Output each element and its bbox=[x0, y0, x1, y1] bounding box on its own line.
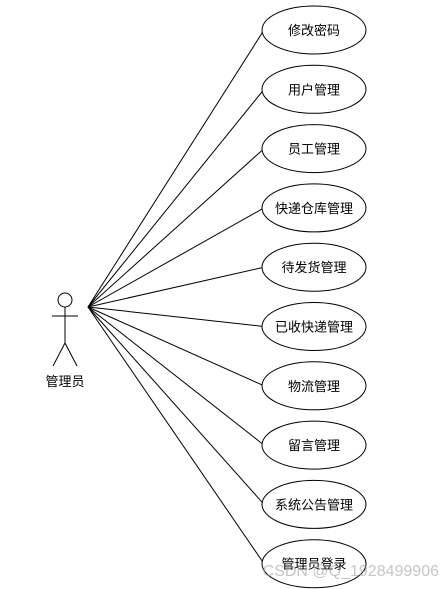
use-case-label: 用户管理 bbox=[288, 82, 340, 98]
use-case-system-announcement-management: 系统公告管理 bbox=[261, 479, 367, 529]
use-case-label: 快递仓库管理 bbox=[275, 201, 353, 217]
use-case-ellipse bbox=[261, 124, 367, 174]
use-case-pending-shipment-management: 待发货管理 bbox=[261, 242, 367, 292]
association-line-user-management bbox=[87, 88, 265, 308]
use-case-user-management: 用户管理 bbox=[261, 64, 367, 114]
use-case-ellipse bbox=[261, 64, 367, 114]
use-case-label: 物流管理 bbox=[288, 380, 340, 395]
use-case-admin-login: 管理员登录 bbox=[261, 539, 367, 589]
use-case-label: 员工管理 bbox=[288, 143, 340, 158]
association-line-message-management bbox=[87, 306, 265, 446]
use-case-logistics-management: 物流管理 bbox=[261, 361, 367, 411]
use-case-ellipse bbox=[261, 420, 367, 470]
use-case-label: 修改密码 bbox=[288, 23, 340, 39]
use-case-label: 待发货管理 bbox=[281, 260, 346, 276]
use-case-ellipse bbox=[261, 479, 367, 529]
use-case-ellipse bbox=[261, 539, 367, 589]
use-case-ellipse bbox=[261, 5, 367, 55]
association-line-received-express-management bbox=[87, 306, 265, 327]
use-case-ellipse bbox=[261, 183, 367, 233]
stick-figure-actor-icon bbox=[52, 292, 78, 367]
use-case-message-management: 留言管理 bbox=[261, 420, 367, 470]
association-line-system-announcement-management bbox=[87, 306, 265, 505]
use-case-label: 系统公告管理 bbox=[275, 498, 353, 513]
watermark-text: CSDN @Q_1928499906 bbox=[262, 563, 439, 580]
association-line-pending-shipment-management bbox=[87, 266, 265, 308]
association-lines bbox=[87, 29, 265, 564]
use-case-ellipse bbox=[261, 361, 367, 411]
association-line-express-warehouse-management bbox=[87, 207, 265, 308]
use-case-label: 已收快递管理 bbox=[275, 321, 353, 336]
use-case-ellipse bbox=[261, 242, 367, 292]
use-case-employee-management: 员工管理 bbox=[261, 124, 367, 174]
actor-label: 管理员 bbox=[45, 375, 84, 390]
association-line-change-password bbox=[87, 29, 265, 308]
use-case-change-password: 修改密码 bbox=[261, 5, 367, 55]
use-case-express-warehouse-management: 快递仓库管理 bbox=[261, 183, 367, 233]
use-case-label: 留言管理 bbox=[288, 439, 340, 454]
use-case-label: 管理员登录 bbox=[281, 558, 346, 573]
actor-administrator: 管理员 bbox=[45, 292, 85, 390]
use-case-received-express-management: 已收快递管理 bbox=[261, 302, 367, 351]
association-line-logistics-management bbox=[87, 306, 265, 387]
association-line-employee-management bbox=[87, 148, 265, 308]
use-case-ellipse bbox=[261, 302, 367, 351]
use-case-list: 修改密码用户管理员工管理快递仓库管理待发货管理已收快递管理物流管理留言管理系统公… bbox=[261, 5, 367, 589]
association-line-admin-login bbox=[87, 306, 265, 564]
